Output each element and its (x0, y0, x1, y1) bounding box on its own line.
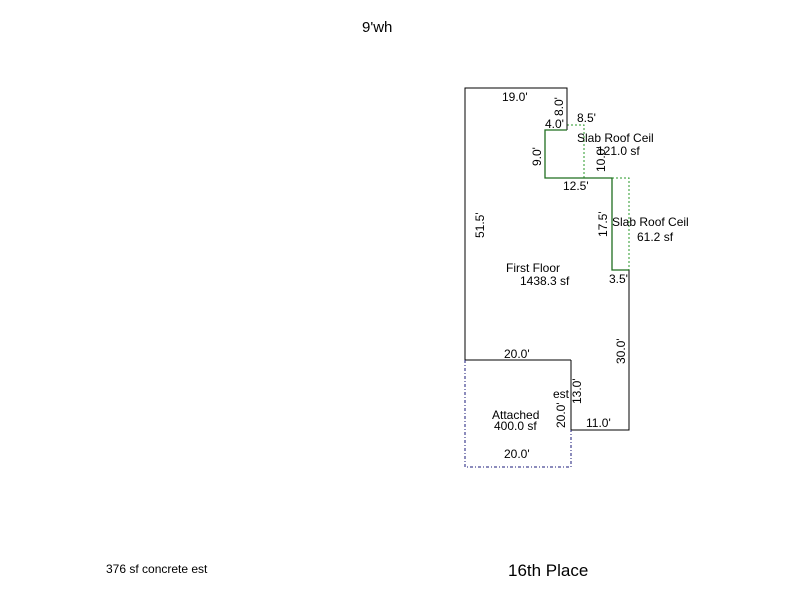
slab-roof-lower-outline (612, 177, 630, 270)
area-first-floor-name: First Floor (506, 261, 560, 275)
dim-step: 12.5' (563, 179, 589, 193)
height-note: 9'wh (362, 19, 392, 36)
dim-notch-top: 4.0' (545, 117, 564, 131)
dim-lower-slab-vertical: 17.5' (596, 211, 610, 237)
area-slab-lower-name: Slab Roof Ceil (612, 215, 689, 229)
first-floor-outline-left (464, 87, 568, 360)
notch-wall (544, 129, 629, 271)
dim-right-side: 30.0' (614, 338, 628, 364)
area-attached-note: est (553, 387, 570, 401)
dim-notch-vertical: 9.0' (530, 147, 544, 166)
slab-roof-upper-outline (567, 124, 585, 178)
garage-outline (464, 360, 572, 468)
street-name: 16th Place (508, 561, 588, 580)
area-first-floor-value: 1438.3 sf (520, 274, 570, 288)
area-slab-upper-value: 121.0 sf (597, 144, 640, 158)
area-attached-name: Attached (492, 408, 539, 422)
dim-left-side: 51.5' (473, 212, 487, 238)
concrete-note: 376 sf concrete est (106, 562, 208, 576)
dim-top: 19.0' (502, 90, 528, 104)
dim-bottom-right: 11.0' (586, 416, 611, 430)
dim-garage-right-upper: 13.0' (570, 378, 584, 404)
area-attached-value: 400.0 sf (494, 419, 537, 433)
dim-jog: 3.5' (609, 272, 628, 286)
first-floor-outline-right (571, 270, 630, 431)
dim-slab-vertical: 10.0' (594, 146, 608, 172)
dim-garage-bottom: 20.0' (504, 447, 530, 461)
dim-garage-right: 20.0' (554, 402, 568, 428)
dim-slab-top: 8.5' (577, 111, 596, 125)
dim-garage-top: 20.0' (504, 347, 530, 361)
dim-top-right-vertical: 8.0' (552, 97, 566, 116)
area-slab-lower-value: 61.2 sf (637, 230, 674, 244)
area-slab-upper-name: Slab Roof Ceil (577, 131, 654, 145)
